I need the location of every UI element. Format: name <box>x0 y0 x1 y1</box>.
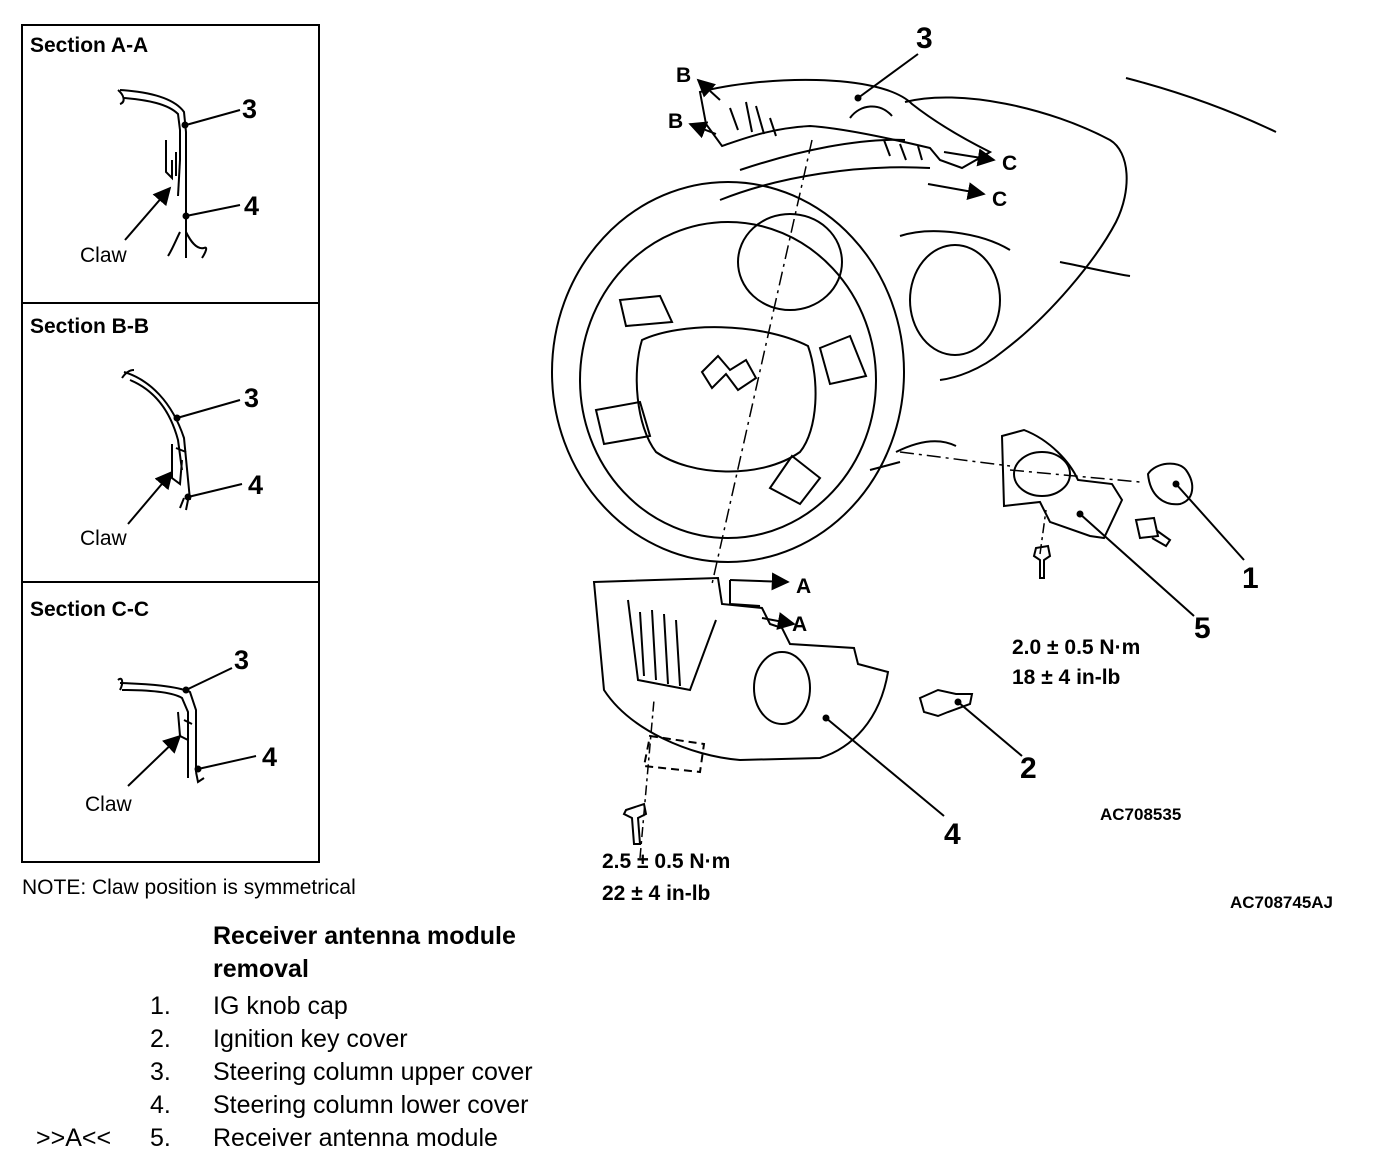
list-item-label: Ignition key cover <box>213 1025 408 1053</box>
section-b-drawing <box>121 369 243 525</box>
section-b-claw-label: Claw <box>80 527 128 550</box>
module-screw-torque-imperial: 18 ± 4 in-lb <box>1012 666 1120 689</box>
callout-2: 2 <box>1020 752 1037 785</box>
section-panels <box>21 24 320 863</box>
callout-3: 3 <box>916 22 933 55</box>
list-item-number: 3. <box>150 1058 171 1086</box>
list-item: 4. Steering column lower cover <box>0 1089 700 1122</box>
callout-5-leader <box>1079 513 1195 617</box>
section-c-arrow-upper <box>943 148 996 167</box>
upper-cover-shape <box>698 78 993 170</box>
section-a-arrow-upper <box>729 572 790 591</box>
removal-procedure-title: Receiver antenna module removal <box>213 922 516 983</box>
callout-4: 4 <box>944 818 961 851</box>
section-mark-a-upper: A <box>796 575 811 598</box>
callout-4-leader <box>825 717 945 817</box>
section-mark-c-lower: C <box>992 188 1007 211</box>
lower-cover-shape <box>592 576 890 762</box>
callout-1: 1 <box>1242 562 1259 595</box>
callout-3-leader <box>857 53 919 99</box>
section-b-title: Section B-B <box>30 315 149 338</box>
section-c-frame <box>21 581 320 863</box>
callout-5: 5 <box>1194 612 1211 645</box>
section-b-frame <box>21 302 320 583</box>
ignition-key-cover-shape <box>918 688 974 718</box>
section-c-claw-label: Claw <box>85 793 133 816</box>
cover-screw-torque-metric: 2.5 ± 0.5 N·m <box>602 850 730 873</box>
airbag-pad <box>635 326 817 473</box>
figure-code-outer: AC708745AJ <box>1230 893 1333 912</box>
note-text: NOTE: Claw position is symmetrical <box>22 876 356 899</box>
section-mark-b-lower: B <box>668 110 683 133</box>
list-item-label: Steering column upper cover <box>213 1058 533 1086</box>
list-item-label: Receiver antenna module <box>213 1124 498 1152</box>
section-a-drawing <box>117 89 241 259</box>
mitsubishi-logo-icon <box>700 354 758 392</box>
callout-2-leader <box>957 701 1023 757</box>
cover-screw-shape <box>622 802 648 845</box>
ig-knob-cap-shape <box>1146 462 1194 506</box>
module-screw-shape <box>1032 544 1052 579</box>
section-b-arrow-upper <box>696 78 721 101</box>
list-item: 1. IG knob cap <box>0 990 700 1023</box>
section-a-arrow-lower <box>761 612 796 630</box>
list-item: 3. Steering column upper cover <box>0 1056 700 1089</box>
list-item-number: 5. <box>150 1124 171 1152</box>
cover-screw-torque-imperial: 22 ± 4 in-lb <box>602 882 710 905</box>
section-b-label-upper: 3 <box>244 383 259 413</box>
section-b-label-lower: 4 <box>248 470 263 500</box>
section-c-title: Section C-C <box>30 598 149 621</box>
figure-code-inner: AC708535 <box>1100 805 1181 824</box>
list-item-label: Steering column lower cover <box>213 1091 529 1119</box>
section-mark-b-upper: B <box>676 64 691 87</box>
list-item: >>A<< 5. Receiver antenna module <box>0 1122 700 1155</box>
section-a-claw-label: Claw <box>80 244 128 267</box>
section-mark-c-upper: C <box>1002 152 1017 175</box>
list-item: 2. Ignition key cover <box>0 1023 700 1056</box>
section-c-drawing <box>117 667 257 787</box>
list-item-number: 4. <box>150 1091 171 1119</box>
section-c-label-lower: 4 <box>262 742 277 772</box>
section-mark-a-lower: A <box>792 613 807 636</box>
steering-wheel <box>551 181 905 563</box>
ignition-key-shape <box>1134 516 1172 548</box>
section-a-frame <box>21 24 320 304</box>
section-c-arrow-lower <box>927 182 986 201</box>
list-item-number: 2. <box>150 1025 171 1053</box>
service-point-marker: >>A<< <box>36 1124 112 1152</box>
diagram-labels: Section A-A 3 4 Claw Section B-B 3 4 Cla… <box>22 22 1333 912</box>
module-screw-torque-metric: 2.0 ± 0.5 N·m <box>1012 636 1140 659</box>
list-item-label: IG knob cap <box>213 992 348 1020</box>
callout-1-leader <box>1175 483 1245 561</box>
section-a-title: Section A-A <box>30 34 148 57</box>
section-b-arrow-lower <box>688 121 717 139</box>
section-a-label-lower: 4 <box>244 191 259 221</box>
section-c-label-upper: 3 <box>234 645 249 675</box>
steering-assembly-illustration <box>551 53 1277 859</box>
list-item-number: 1. <box>150 992 171 1020</box>
section-a-label-upper: 3 <box>242 94 257 124</box>
receiver-antenna-module-shape <box>1000 428 1124 540</box>
